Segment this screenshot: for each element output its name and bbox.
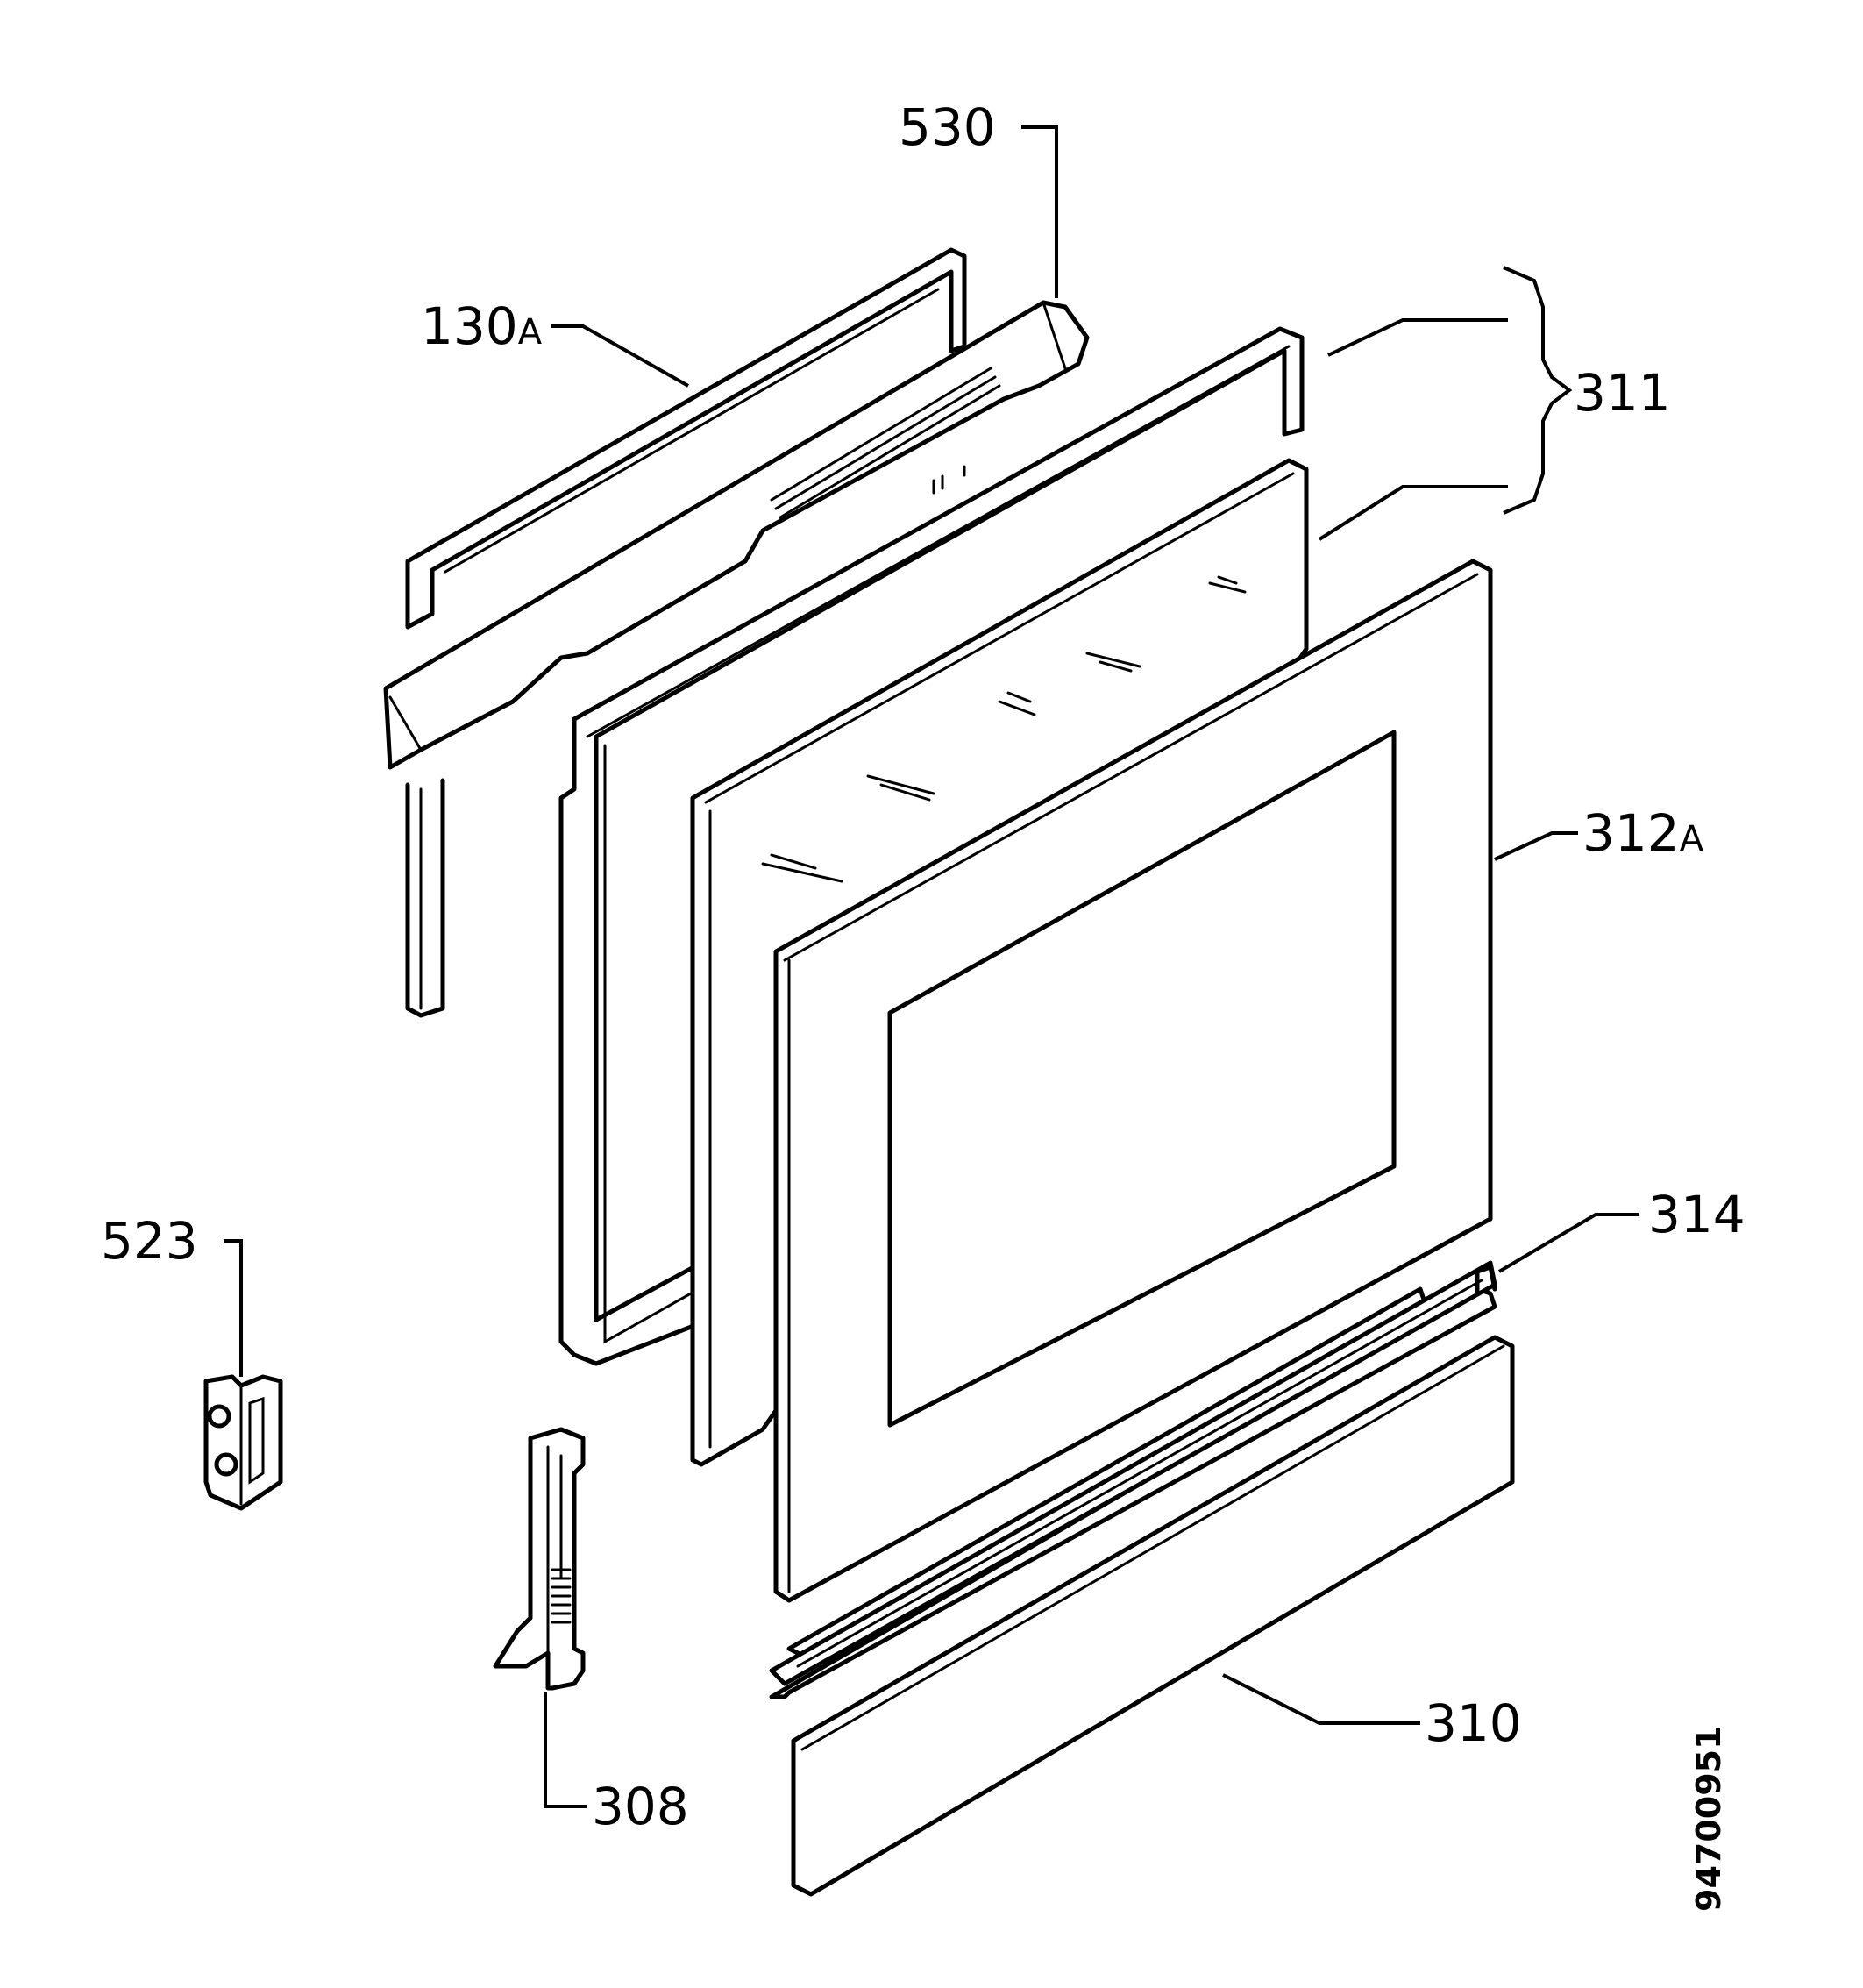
part-523-hinge-bracket (203, 1374, 283, 1511)
leader-312a (1494, 831, 1578, 861)
leader-530 (1021, 125, 1058, 298)
callout-312a-number: 312 (1582, 803, 1680, 863)
part-530-top-handle-bar (383, 300, 1090, 770)
part-308-door-hinge (493, 1427, 586, 1691)
callout-310: 310 (1425, 1693, 1522, 1753)
callout-labels: 530 130A 311 312A 314 523 308 310 947009… (101, 97, 1746, 1912)
callout-523: 523 (101, 1211, 198, 1271)
callout-130a: 130A (421, 296, 543, 356)
leader-130a (551, 324, 689, 388)
callout-130a-number: 130 (421, 296, 518, 356)
part-312a-outer-door-glass (773, 559, 1493, 1603)
part-130a-door-frame (405, 247, 967, 1018)
leader-310 (1222, 1673, 1420, 1725)
leader-523 (224, 1239, 243, 1377)
part-310-bottom-panel (791, 1335, 1515, 1897)
callout-130a-suffix: A (518, 312, 543, 353)
leader-lines (224, 125, 1639, 1808)
callout-314: 314 (1648, 1185, 1746, 1244)
document-number: 94700951 (1689, 1726, 1728, 1912)
part-314-bottom-profile (769, 1260, 1497, 1699)
leader-308 (544, 1692, 587, 1808)
callout-312a: 312A (1582, 803, 1704, 863)
leader-314 (1497, 1213, 1639, 1273)
leader-311-lower (1318, 485, 1508, 541)
callout-308: 308 (592, 1777, 689, 1836)
callout-311: 311 (1574, 363, 1671, 423)
callout-530: 530 (899, 97, 996, 157)
leader-311-upper (1327, 318, 1508, 357)
callout-312a-suffix: A (1680, 819, 1704, 859)
bracket-311 (1503, 266, 1573, 515)
